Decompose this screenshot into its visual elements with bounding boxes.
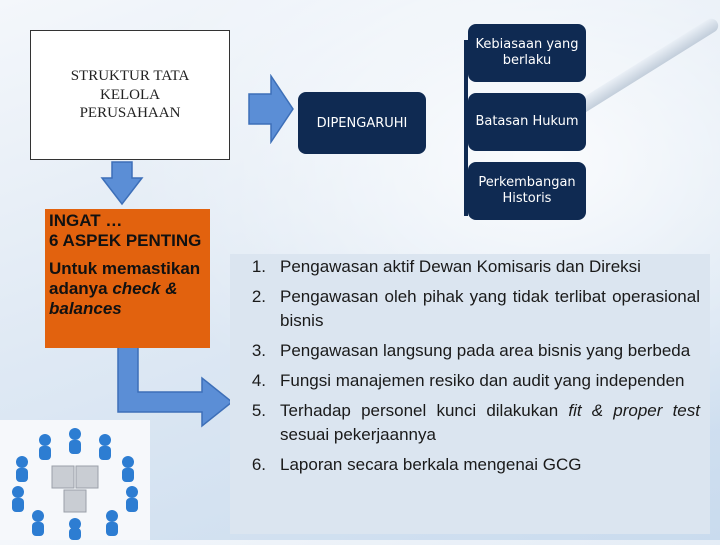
connector-line (464, 40, 468, 216)
aspects-list: 1.Pengawasan aktif Dewan Komisaris dan D… (230, 255, 700, 483)
list-item: 4.Fungsi manajemen resiko dan audit yang… (251, 371, 685, 390)
influence-label: Perkembangan Historis (478, 174, 576, 206)
struktur-box: STRUKTUR TATA KELOLA PERUSAHAAN (30, 30, 230, 160)
list-item: 3.Pengawasan langsung pada area bisnis y… (251, 341, 691, 360)
dipengaruhi-box: DIPENGARUHI (298, 92, 426, 154)
influence-label: Batasan Hukum (475, 113, 579, 129)
ingat-subheading: 6 ASPEK PENTING (49, 230, 202, 250)
aspects-panel: 1.Pengawasan aktif Dewan Komisaris dan D… (230, 254, 710, 534)
people-icon (12, 428, 138, 540)
ingat-line: adanya check & (49, 278, 178, 298)
ingat-line: Untuk memastikan (49, 258, 201, 278)
struktur-label: STRUKTUR TATA KELOLA PERUSAHAAN (70, 67, 190, 122)
ingat-heading: INGAT … (49, 211, 123, 230)
down-arrow-icon (100, 161, 144, 206)
list-item: 6.Laporan secara berkala mengenai GCG (251, 455, 582, 474)
ingat-box: INGAT … 6 ASPEK PENTING Untuk memastikan… (45, 209, 210, 348)
influence-node: Perkembangan Historis (468, 162, 586, 220)
list-item: 2.Pengawasan oleh pihak yang tidak terli… (251, 287, 700, 330)
people-circle-illustration (0, 420, 150, 540)
influence-node: Kebiasaan yang berlaku (468, 24, 586, 82)
influence-label: Kebiasaan yang berlaku (475, 36, 579, 68)
right-arrow-icon (248, 74, 294, 144)
curved-arrow-icon (117, 340, 234, 428)
list-item: 1.Pengawasan aktif Dewan Komisaris dan D… (251, 257, 641, 276)
influence-node: Batasan Hukum (468, 93, 586, 151)
list-item: 5.Terhadap personel kunci dilakukan fit … (251, 401, 700, 444)
dipengaruhi-label: DIPENGARUHI (316, 115, 408, 131)
ingat-line: balances (49, 298, 122, 318)
